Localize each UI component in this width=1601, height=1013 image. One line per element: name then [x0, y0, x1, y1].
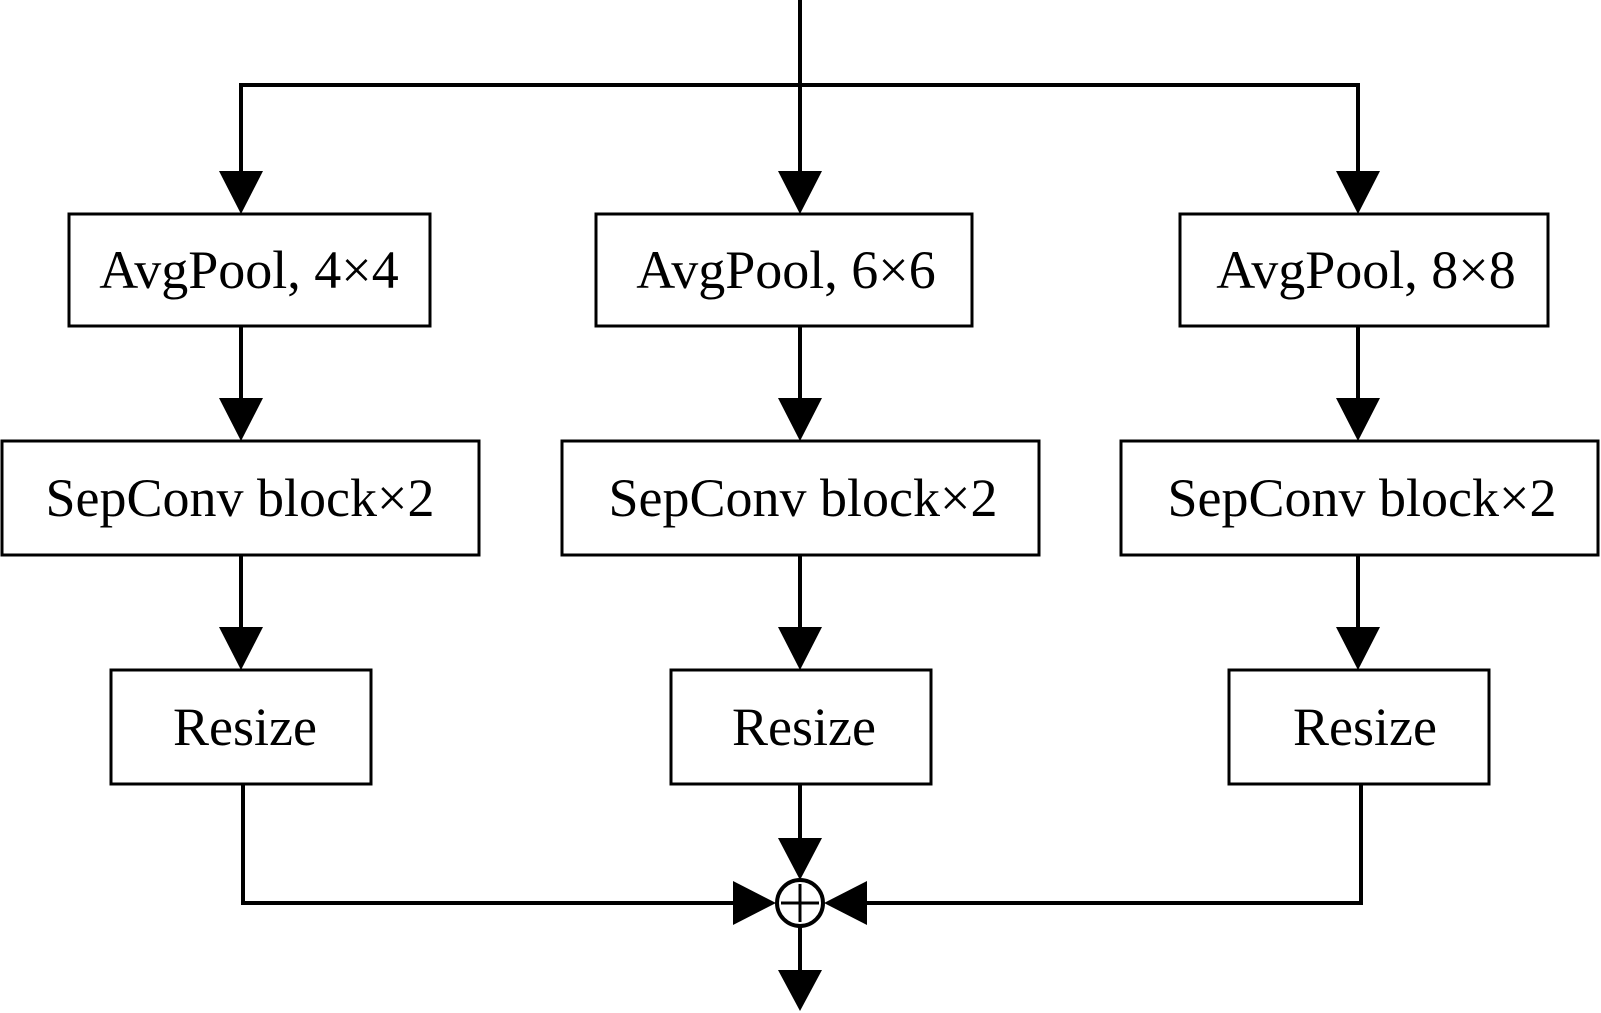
sepconv-label-right: SepConv block×2: [1168, 468, 1557, 528]
avgpool-label-middle: AvgPool, 6×6: [636, 240, 935, 300]
resize-box-left: [109, 668, 373, 786]
arrowhead-to-pool-left: [219, 171, 263, 214]
sum-node: [775, 878, 825, 928]
arrowhead-to-pool-middle: [778, 171, 822, 214]
avgpool-box-middle: [594, 212, 974, 328]
arrowhead-to-resize-middle: [778, 627, 822, 670]
arrowhead-sum-from-left: [733, 881, 776, 925]
branch-right: AvgPool, 8×8 SepConv block×2 Resize: [1119, 212, 1600, 786]
sepconv-box-left: [0, 439, 481, 557]
edge-resize-left-to-sum: [241, 784, 740, 905]
arrowhead-to-resize-left: [219, 627, 263, 670]
avgpool-label-right: AvgPool, 8×8: [1216, 240, 1515, 300]
sepconv-label-left: SepConv block×2: [46, 468, 435, 528]
avgpool-box-left: [67, 212, 432, 328]
arrowhead-to-conv-left: [219, 398, 263, 441]
output-edge: [778, 926, 822, 1011]
arrowhead-output: [778, 970, 822, 1011]
avgpool-label-left: AvgPool, 4×4: [99, 240, 398, 300]
arrowhead-sum-from-right: [824, 881, 867, 925]
resize-label-middle: Resize: [732, 697, 876, 757]
avgpool-box-right: [1178, 212, 1550, 328]
resize-box-middle: [669, 668, 933, 786]
resize-label-left: Resize: [173, 697, 317, 757]
split-line: [239, 83, 1360, 180]
resize-label-right: Resize: [1293, 697, 1437, 757]
input-edges: [219, 0, 1380, 214]
arrowhead-sum-from-top: [778, 838, 822, 880]
sepconv-box-right: [1119, 439, 1600, 557]
arrowhead-to-pool-right: [1336, 171, 1380, 214]
branch-middle: AvgPool, 6×6 SepConv block×2 Resize: [560, 212, 1041, 786]
arrowhead-to-resize-right: [1336, 627, 1380, 670]
branch-left: AvgPool, 4×4 SepConv block×2 Resize: [0, 212, 481, 786]
edge-resize-right-to-sum: [860, 784, 1363, 905]
arrowhead-to-conv-right: [1336, 398, 1380, 441]
arrowhead-to-conv-middle: [778, 398, 822, 441]
sepconv-box-middle: [560, 439, 1041, 557]
merge-edges: [241, 784, 1363, 925]
sepconv-label-middle: SepConv block×2: [609, 468, 998, 528]
